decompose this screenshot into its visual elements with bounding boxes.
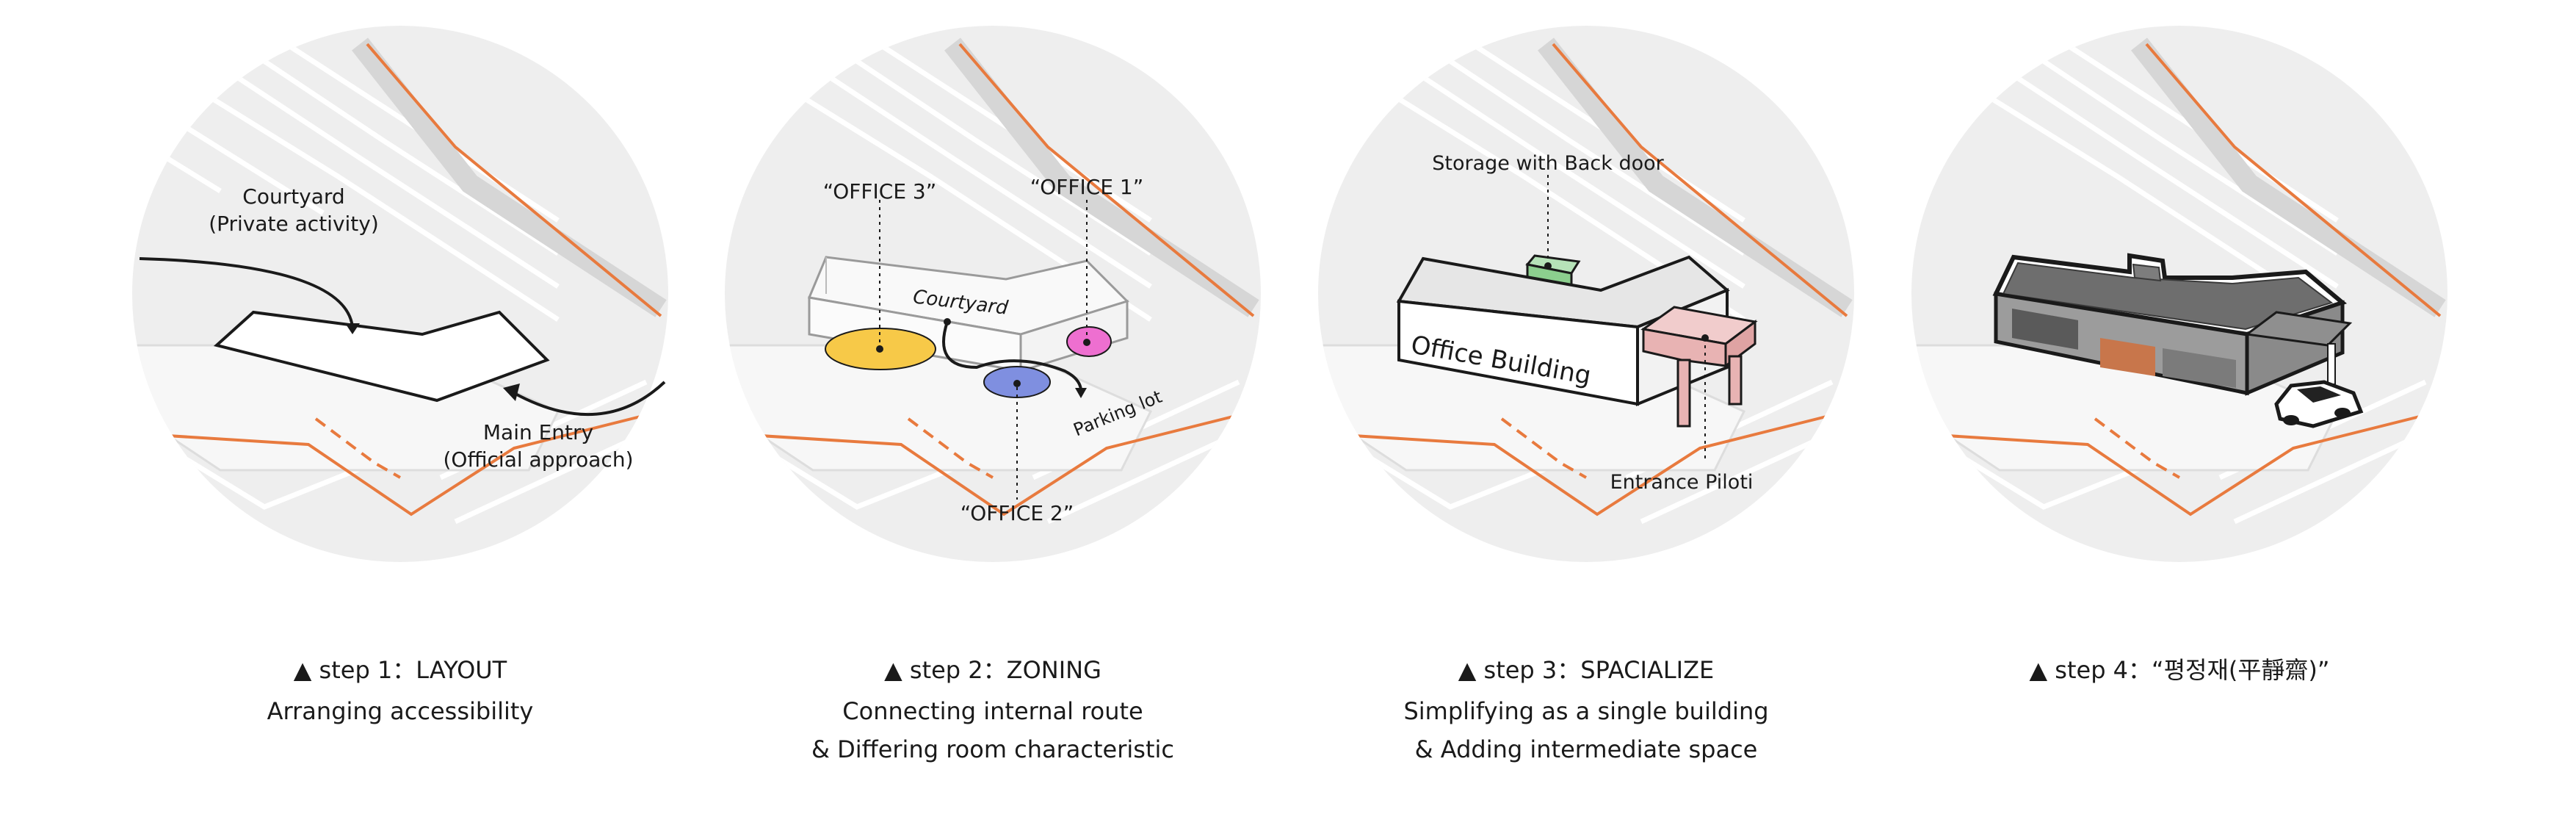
courtyard-sublabel: (Private activity) bbox=[209, 212, 379, 236]
step2-title: ▲ step 2：ZONING bbox=[692, 654, 1294, 686]
step2-caption: ▲ step 2：ZONING Connecting internal rout… bbox=[692, 654, 1294, 768]
office1-label: “OFFICE 1” bbox=[1030, 175, 1143, 199]
step3-desc-line1: Simplifying as a single building bbox=[1285, 692, 1887, 730]
main-entry-sublabel: (Official approach) bbox=[444, 447, 634, 472]
office3-label: “OFFICE 3” bbox=[823, 179, 936, 204]
step4-diagram bbox=[1904, 26, 2447, 562]
step4-title: ▲ step 4：“평정재(平靜齋)” bbox=[1878, 654, 2481, 686]
step3-title: ▲ step 3：SPACIALIZE bbox=[1285, 654, 1887, 686]
step3-diagram: Storage with Back door Office Building E… bbox=[1311, 26, 1854, 562]
step1-caption: ▲ step 1：LAYOUT Arranging accessibility bbox=[99, 654, 701, 730]
step4-caption: ▲ step 4：“평정재(平靜齋)” bbox=[1878, 654, 2481, 686]
step3-desc-line2: & Adding intermediate space bbox=[1285, 730, 1887, 768]
step2-diagram: “OFFICE 3” “OFFICE 1” “OFFICE 2” Courtya… bbox=[717, 26, 1261, 562]
courtyard-label: Courtyard bbox=[242, 184, 344, 209]
step2-desc-line1: Connecting internal route bbox=[692, 692, 1294, 730]
step2-desc-line2: & Differing room characteristic bbox=[692, 730, 1294, 768]
storage-label: Storage with Back door bbox=[1432, 152, 1664, 175]
piloti-label: Entrance Piloti bbox=[1610, 471, 1754, 494]
step1-title: ▲ step 1：LAYOUT bbox=[99, 654, 701, 686]
office2-label: “OFFICE 2” bbox=[960, 501, 1074, 525]
step1-diagram: Courtyard (Private activity) Main Entry … bbox=[125, 26, 668, 562]
step3-caption: ▲ step 3：SPACIALIZE Simplifying as a sin… bbox=[1285, 654, 1887, 768]
main-entry-label: Main Entry bbox=[483, 420, 593, 444]
step1-desc-line1: Arranging accessibility bbox=[99, 692, 701, 730]
